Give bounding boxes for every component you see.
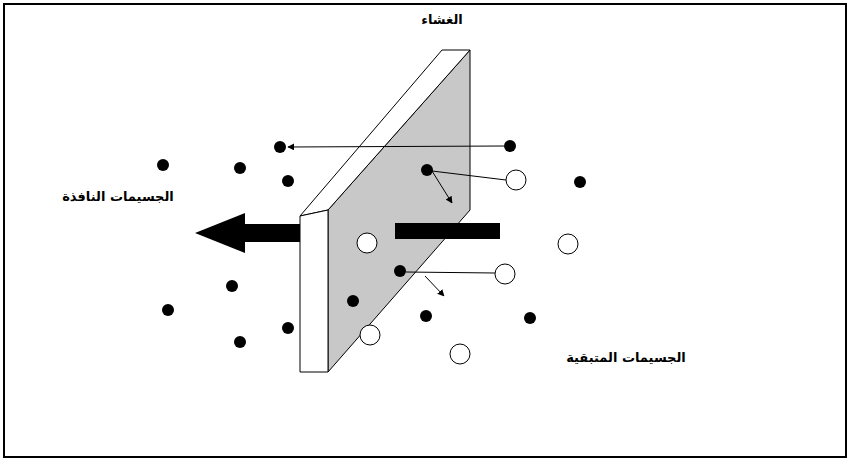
region-label: الجسيمات النافذة xyxy=(59,188,177,205)
membrane-face xyxy=(328,50,470,372)
particle-path xyxy=(406,272,495,273)
flow-arrow xyxy=(240,224,300,242)
membrane-edge xyxy=(300,210,328,372)
region-label: الجسيمات المتبقية xyxy=(563,349,689,366)
flow-arrow xyxy=(195,213,245,253)
flow-bar xyxy=(395,223,500,239)
large-particles xyxy=(357,170,578,364)
particle-path xyxy=(432,171,506,180)
particle-path xyxy=(425,276,444,296)
region-label: الغشاء xyxy=(418,11,465,28)
membrane-edge xyxy=(300,50,470,216)
frame xyxy=(4,4,846,457)
particle-path xyxy=(432,171,452,203)
particle-path xyxy=(288,146,504,147)
small-particles xyxy=(157,140,586,348)
